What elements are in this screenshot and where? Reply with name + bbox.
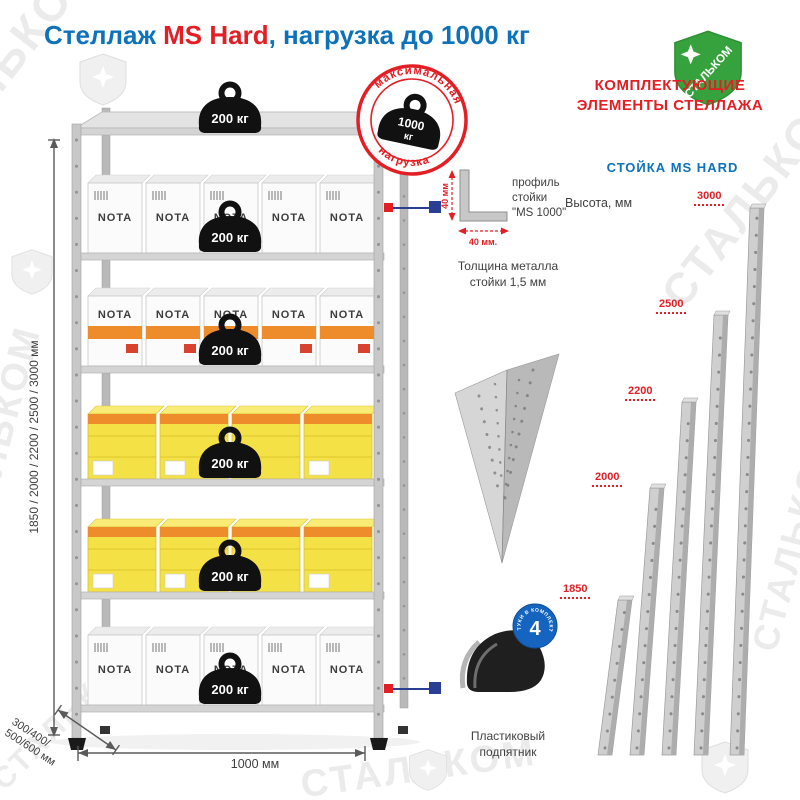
components-heading: КОМПЛЕКТУЮЩИЕ ЭЛЕМЕНТЫ СТЕЛЛАЖА (545, 76, 795, 117)
shelf (75, 591, 385, 600)
weight-badge: 200 кг (199, 430, 261, 479)
page-title: Стеллаж MS Hard, нагрузка до 1000 кг (44, 20, 530, 51)
components-heading-line1: КОМПЛЕКТУЮЩИЕ (594, 77, 746, 94)
box-brand-text: NOTA (98, 309, 132, 321)
shelf (75, 478, 385, 487)
height-dimension-label: 1850 / 2000 / 2200 / 2500 / 3000 мм (27, 340, 41, 534)
profile-caption-line1: профиль (512, 177, 560, 189)
stamp-weight-unit: кг (403, 131, 414, 144)
rack-foot (370, 738, 388, 750)
box-brand-text: NOTA (156, 664, 190, 676)
shield-watermark-icon (409, 749, 447, 791)
post-profile-diagram: 40 мм 40 мм. (440, 169, 509, 247)
shelf-level-1: NOTA NOTA NOTA NOTA NOTA (87, 174, 383, 254)
title-suffix: , нагрузка до 1000 кг (268, 20, 530, 50)
box-brand-text: NOTA (156, 309, 190, 321)
post-height-label-2500: 2500 (656, 298, 687, 314)
box-brand-text: NOTA (98, 212, 132, 224)
width-dimension-line (77, 746, 366, 761)
rack-foot (100, 726, 110, 734)
post-height-label-2200: 2200 (625, 385, 656, 401)
post-2000 (629, 483, 667, 756)
foot-badge-number: 4 (529, 618, 541, 640)
post-2200 (661, 397, 699, 756)
connector-red-square (384, 684, 393, 693)
rack-back-post (399, 107, 409, 709)
post-height-label-3000: 3000 (694, 190, 725, 206)
plastic-foot-label: Пластиковый подпятник (438, 728, 578, 760)
width-dimension-label: 1000 мм (230, 757, 280, 771)
weight-badge: 200 кг (199, 543, 261, 592)
height-dimension-line (48, 138, 60, 737)
title-prefix: Стеллаж (44, 20, 164, 50)
weight-badge-label: 200 кг (211, 682, 249, 697)
weight-badge: 200 кг (199, 656, 261, 705)
shield-watermark-icon (11, 249, 53, 295)
title-highlight: MS Hard (163, 20, 269, 50)
weight-badge-label: 200 кг (211, 343, 249, 358)
thickness-line1: Толщина металла (457, 259, 559, 273)
profile-caption: профиль стойки "MS 1000" (512, 176, 566, 221)
profile-dim-horizontal: 40 мм. (469, 237, 497, 247)
post-height-label-2000: 2000 (592, 471, 623, 487)
box-brand-text: NOTA (330, 212, 364, 224)
connector-blue-square (429, 201, 441, 213)
post-1850 (597, 595, 635, 756)
height-caption: Высота, мм (565, 196, 633, 210)
profile-caption-line2: стойки (512, 191, 548, 204)
brand-logo: СТАЛЬКОМ (674, 30, 742, 106)
post-height-label-1850: 1850 (560, 583, 591, 599)
connector-line (393, 688, 429, 690)
post-section-subheading: СТОЙКА MS HARD (606, 160, 739, 175)
rack-front-post (71, 123, 82, 739)
weight-badge-label: 200 кг (211, 569, 249, 584)
foot-count-badge: ШТУКИ В КОМПЛЕКТЕ 4 (512, 603, 558, 649)
post-3000 (729, 203, 767, 756)
weight-badge: 200 кг (199, 85, 261, 134)
connector-line (393, 207, 429, 209)
weight-badge-label: 200 кг (211, 230, 249, 245)
foot-label-line1: Пластиковый (470, 729, 546, 743)
profile-caption-line3: "MS 1000" (512, 206, 567, 219)
box-brand-text: NOTA (330, 664, 364, 676)
posts-illustration (597, 203, 767, 756)
max-load-stamp: максимальная нагрузка 1000 кг (356, 60, 469, 176)
connector-blue-square (429, 682, 441, 694)
stamp-weight-value: 1000 (397, 114, 426, 133)
rack-foot (398, 726, 408, 734)
rack-foot (68, 738, 86, 750)
shelf-level-3 (87, 405, 381, 480)
shield-watermark-icon (79, 53, 127, 106)
box-brand-text: NOTA (330, 309, 364, 321)
rack-illustration: NOTA NOTA NOTA NOTA NOTA NOTA NOTA NOTA … (48, 80, 420, 761)
box-brand-text: NOTA (272, 212, 306, 224)
weight-badge-label: 200 кг (211, 456, 249, 471)
shelf (75, 252, 385, 261)
profile-thickness-caption: Толщина металла стойки 1,5 мм (438, 258, 578, 290)
connector-red-square (384, 203, 393, 212)
weight-badge-label: 200 кг (211, 111, 249, 126)
box-brand-text: NOTA (272, 309, 306, 321)
thickness-line2: стойки 1,5 мм (469, 275, 547, 290)
box-brand-text: NOTA (98, 664, 132, 676)
weight-badge: 200 кг (199, 317, 261, 366)
shelf (75, 704, 385, 713)
profile-dim-vertical: 40 мм (440, 183, 450, 209)
components-heading-line2: ЭЛЕМЕНТЫ СТЕЛЛАЖА (576, 97, 764, 115)
depth-dimension-line (54, 704, 120, 756)
rack-front-post (373, 123, 384, 739)
plastic-foot-image: ШТУКИ В КОМПЛЕКТЕ 4 (459, 603, 558, 692)
box-brand-text: NOTA (156, 212, 190, 224)
shelf (75, 365, 385, 374)
floor-shadow (50, 734, 420, 750)
angle-post-image (454, 353, 560, 564)
weight-badge: 200 кг (199, 204, 261, 253)
box-brand-text: NOTA (272, 664, 306, 676)
post-2500 (693, 310, 731, 756)
foot-label-line2: подпятник (479, 745, 537, 760)
